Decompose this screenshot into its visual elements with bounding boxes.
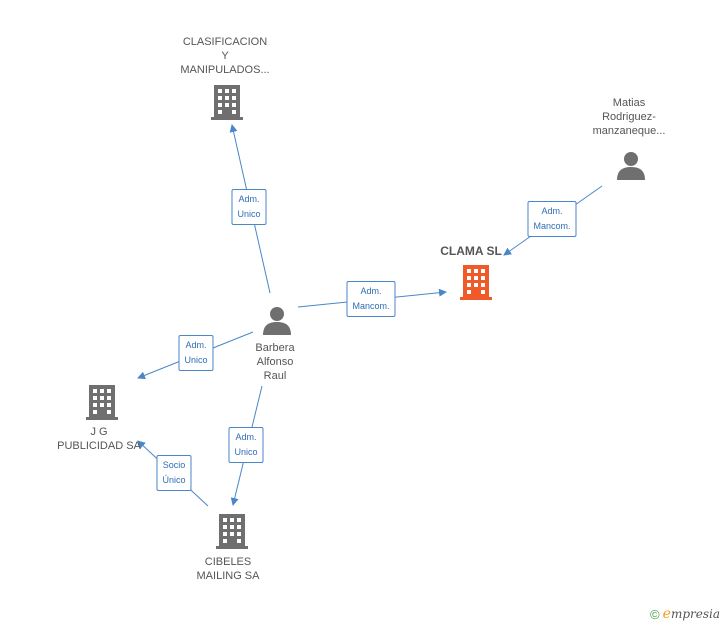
edge-label-barbera-cibeles[interactable]: Adm. Unico <box>228 427 264 463</box>
building-icon[interactable] <box>85 384 119 420</box>
brand-rest: mpresia <box>670 607 720 621</box>
edge-label-cibeles-jg[interactable]: Socio Único <box>156 455 192 491</box>
person-icon[interactable] <box>616 150 646 180</box>
node-label-clasificacion[interactable]: CLASIFICACION Y MANIPULADOS... <box>180 36 270 76</box>
person-icon[interactable] <box>262 305 292 335</box>
building-icon-focus[interactable] <box>459 264 493 300</box>
edge-label-barbera-clama[interactable]: Adm. Mancom. <box>346 281 396 317</box>
edge-label-barbera-clasificacion[interactable]: Adm. Unico <box>231 189 267 225</box>
edge-label-barbera-jg[interactable]: Adm. Unico <box>178 335 214 371</box>
empresia-logo[interactable]: empresia <box>663 606 720 622</box>
footer-brand: © empresia <box>650 606 720 622</box>
node-label-jg[interactable]: J G PUBLICIDAD SA <box>57 426 141 452</box>
node-label-clama[interactable]: CLAMA SL <box>440 244 502 258</box>
node-label-cibeles[interactable]: CIBELES MAILING SA <box>196 556 260 582</box>
node-label-matias[interactable]: Matias Rodriguez- manzaneque... <box>592 97 666 137</box>
copyright-symbol: © <box>650 606 660 622</box>
building-icon[interactable] <box>210 84 244 120</box>
node-label-barbera[interactable]: Barbera Alfonso Raul <box>255 342 295 382</box>
brand-initial: e <box>662 606 671 622</box>
building-icon[interactable] <box>215 513 249 549</box>
edge-label-matias-clama[interactable]: Adm. Mancom. <box>527 201 577 237</box>
